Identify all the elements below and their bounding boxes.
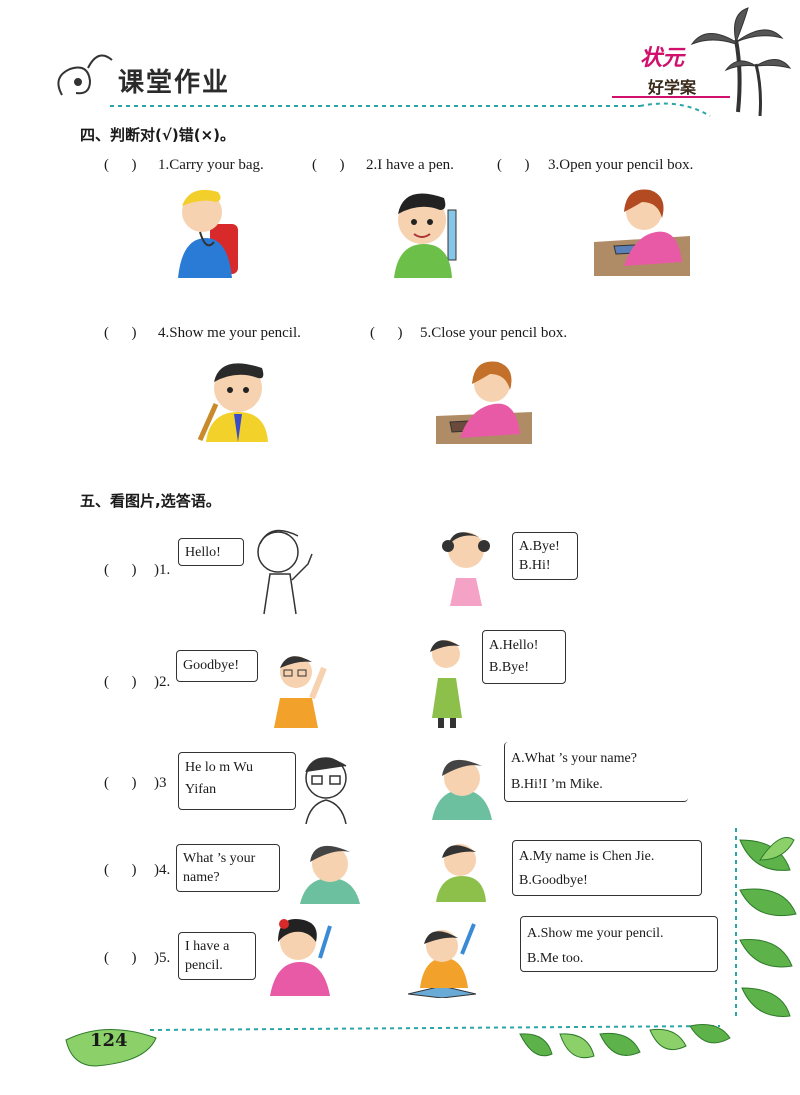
brand-logo-top: 状元 [640, 45, 685, 71]
ornament-icon [57, 54, 113, 96]
answer-options-bubble: A.Hello! B.Bye! [482, 630, 566, 684]
girl-open-box-illustration [594, 189, 690, 276]
girl-green-dress-illustration [430, 640, 462, 728]
page-number: 124 [90, 1030, 128, 1051]
option-a[interactable]: A.Hello! [489, 638, 539, 653]
answer-blank[interactable]: ( ) [104, 775, 137, 791]
section5-item-5-number: )5. [154, 950, 171, 966]
section4-item-4: 4.Show me your pencil. [158, 325, 301, 341]
section4-item-3: 3.Open your pencil box. [548, 157, 694, 173]
boy-carry-bag-illustration [178, 189, 238, 278]
option-b[interactable]: B.Hi!I ’m Mike. [511, 777, 603, 792]
girl-reading-illustration [408, 923, 477, 998]
brand-logo-bottom: 好学案 [648, 78, 697, 97]
speech-bubble: Goodbye! [176, 650, 258, 682]
boy-with-glasses-illustration [274, 656, 327, 728]
option-b[interactable]: B.Goodbye! [519, 873, 588, 888]
speech-bubble: I have a pencil. [178, 932, 256, 980]
girl-thinking-illustration [436, 844, 486, 902]
option-a[interactable]: A.Bye! [519, 539, 560, 554]
option-a[interactable]: A.My name is Chen Jie. [519, 849, 655, 864]
boy-green-hoodie-illustration [432, 759, 492, 820]
girl-holding-pencil-illustration [270, 918, 332, 996]
answer-blank[interactable]: ( ) [104, 674, 137, 690]
section5-item-4-number: )4. [154, 862, 171, 878]
section4-title: 四、判断对(√)错(×)。 [80, 126, 235, 144]
option-b[interactable]: B.Bye! [489, 660, 530, 675]
answer-blank[interactable]: ( ) [497, 157, 530, 173]
answer-blank[interactable]: ( ) [104, 325, 137, 341]
section5-title: 五、看图片,选答语。 [80, 492, 221, 510]
header-decoration [57, 7, 792, 117]
page-number-leaf-icon [65, 1029, 157, 1067]
section5-item-3-number: )3 [154, 775, 167, 791]
girl-close-box-illustration [436, 361, 532, 444]
answer-blank[interactable]: ( ) [104, 562, 137, 578]
option-b[interactable]: B.Me too. [527, 951, 584, 966]
option-a[interactable]: A.Show me your pencil. [527, 926, 664, 941]
answer-options-bubble: A.What ’s your name? B.Hi!I ’m Mike. [504, 742, 688, 802]
footer-decoration [65, 828, 797, 1067]
section4-item-1: 1.Carry your bag. [158, 157, 264, 173]
answer-blank[interactable]: ( ) [104, 862, 137, 878]
answer-blank[interactable]: ( ) [104, 157, 137, 173]
boy-have-pen-illustration [394, 193, 457, 278]
option-a[interactable]: A.What ’s your name? [511, 751, 637, 766]
speech-bubble: Hello! [178, 538, 244, 566]
answer-blank[interactable]: ( ) [104, 950, 137, 966]
boy-show-pencil-illustration [197, 363, 268, 442]
answer-blank[interactable]: ( ) [370, 325, 403, 341]
page-title: 课堂作业 [118, 68, 231, 98]
option-b[interactable]: B.Hi! [519, 558, 551, 573]
answer-options-bubble: A.My name is Chen Jie. B.Goodbye! [512, 840, 702, 896]
section5-item-1-number: )1. [154, 562, 171, 578]
girl-waving-illustration [442, 532, 490, 606]
palm-tree-icon [690, 7, 792, 117]
section4-item-2: 2.I have a pen. [366, 157, 454, 173]
boy-with-glasses-face-illustration [305, 757, 347, 824]
leaf-icon [739, 837, 797, 1017]
answer-blank[interactable]: ( ) [312, 157, 345, 173]
section5-item-2-number: )2. [154, 674, 171, 690]
speech-bubble: What ’s your name? [176, 844, 280, 892]
section4-item-5: 5.Close your pencil box. [420, 325, 568, 341]
boy-waving-illustration [257, 529, 313, 615]
speech-bubble: He lo m Wu Yifan [178, 752, 296, 810]
boy-green-hoodie-thinking-illustration [300, 845, 360, 904]
answer-options-bubble: A.Show me your pencil. B.Me too. [520, 916, 718, 972]
answer-options-bubble: A.Bye! B.Hi! [512, 532, 578, 580]
